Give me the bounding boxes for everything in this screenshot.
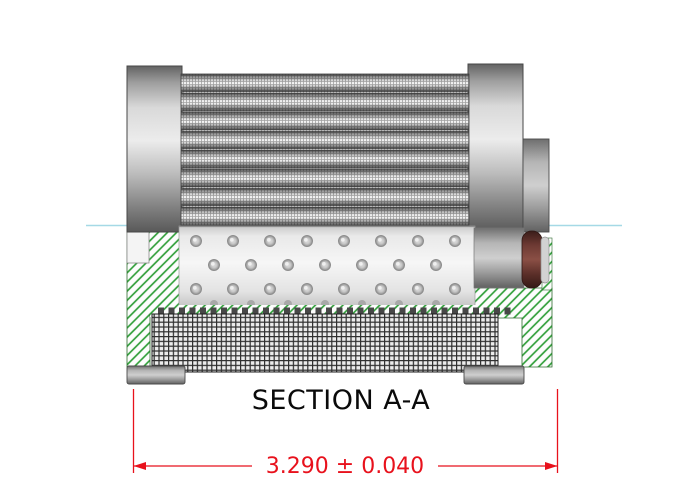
bottom-flange-left bbox=[126, 365, 186, 385]
inner-support-mesh bbox=[151, 313, 499, 373]
section-label: SECTION A-A bbox=[252, 385, 431, 416]
filter-media bbox=[180, 73, 470, 227]
endcap-notch bbox=[126, 231, 150, 264]
right-core-hub bbox=[473, 227, 525, 289]
right-end-cap bbox=[467, 63, 524, 233]
outlet-fitting bbox=[522, 138, 550, 233]
seal-retainer bbox=[540, 236, 550, 284]
left-end-cap bbox=[126, 65, 183, 233]
arrowhead-left-icon bbox=[133, 462, 146, 470]
arrowhead-right-icon bbox=[545, 462, 558, 470]
media-mesh-overlay bbox=[181, 74, 469, 226]
seal-oring bbox=[521, 230, 543, 289]
bottom-flange-right bbox=[463, 365, 525, 385]
dimension-text: 3.290 ± 0.040 bbox=[266, 454, 424, 479]
dimension-annotation: 3.290 ± 0.040 bbox=[132, 389, 559, 479]
